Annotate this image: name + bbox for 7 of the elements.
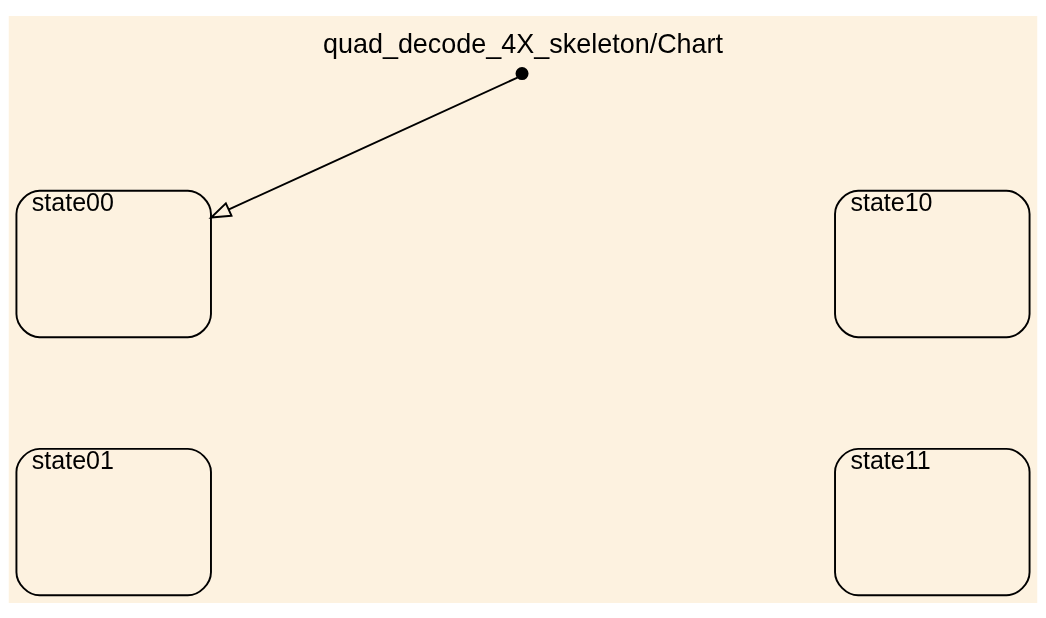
node-box: state00: [15, 189, 212, 338]
node-box: state11: [834, 447, 1031, 596]
node-circle: [515, 66, 529, 80]
diagram-title: quad_decode_4X_skeleton/Chart: [322, 28, 724, 59]
arrow: [208, 76, 519, 219]
node-box: state01: [15, 447, 212, 596]
node-box: state10: [834, 189, 1031, 338]
